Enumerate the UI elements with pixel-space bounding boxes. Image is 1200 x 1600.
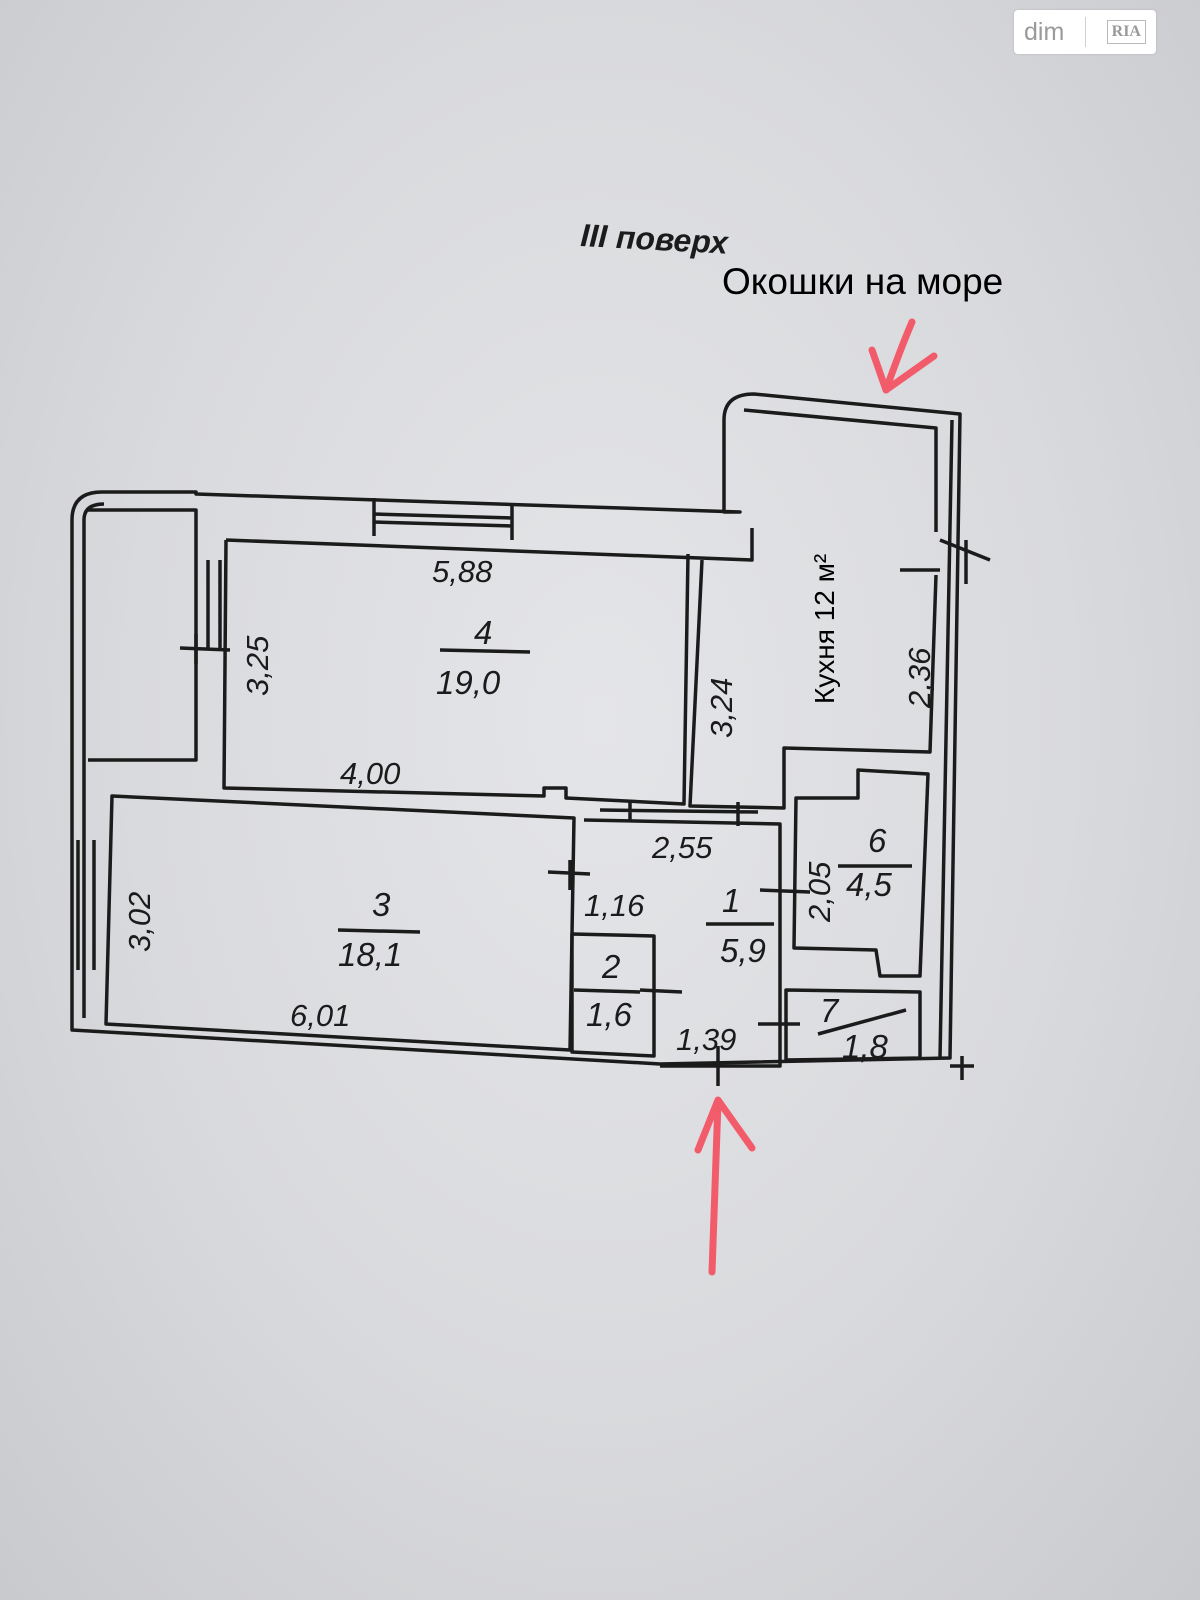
dimension-2-05: 2,05 xyxy=(802,861,837,923)
door-mark-4 xyxy=(759,888,811,894)
room-7-number: 7 xyxy=(820,992,840,1029)
kitchen-right-wall xyxy=(938,419,954,1059)
kitchen-outline xyxy=(743,408,938,532)
door-mark-5 xyxy=(639,988,683,994)
dimension-1-16: 1,16 xyxy=(584,888,645,923)
room-2-outline xyxy=(570,932,656,1058)
dimension-2-36: 2,36 xyxy=(902,647,937,709)
window-note: Окошки на море xyxy=(722,261,1003,302)
room-1-area: 5,9 xyxy=(720,932,766,969)
room-6-outline xyxy=(792,768,930,978)
kitchen-inner xyxy=(688,559,938,810)
room-4-outline xyxy=(222,539,690,806)
dimension-2-55: 2,55 xyxy=(651,830,713,865)
room-3-number: 3 xyxy=(372,886,391,923)
room-3-area: 18,1 xyxy=(338,936,402,973)
fraction-3 xyxy=(337,928,421,934)
dimension-4-00: 4,00 xyxy=(340,756,400,791)
room-4-number: 4 xyxy=(474,614,492,651)
room-2-area: 1,6 xyxy=(586,996,633,1033)
fraction-7 xyxy=(817,1008,907,1036)
outer-wall-inner xyxy=(82,502,105,1018)
room-7-area: 1,8 xyxy=(842,1028,889,1065)
dimension-3-02: 3,02 xyxy=(122,892,157,952)
logo-dim-text: dim xyxy=(1024,17,1065,46)
door-mark-1 xyxy=(179,634,231,664)
outer-wall xyxy=(70,392,962,1066)
logo-divider xyxy=(1084,17,1086,47)
dimension-6-01: 6,01 xyxy=(290,998,350,1033)
door-mark-8 xyxy=(900,538,991,584)
window-left xyxy=(76,840,96,970)
window-left-upper xyxy=(206,560,222,650)
room-7-outline xyxy=(784,988,922,1062)
arrow-bottom xyxy=(694,1096,756,1276)
room-2-number: 2 xyxy=(601,948,620,985)
dimension-3-25: 3,25 xyxy=(240,635,275,696)
room-3-outline xyxy=(104,794,576,1052)
door-mark-9 xyxy=(950,1056,974,1080)
floor-label: III поверх xyxy=(580,217,730,261)
room-4-area: 19,0 xyxy=(436,664,501,701)
arrow-top xyxy=(868,318,938,394)
top-wall-inner xyxy=(225,528,754,562)
dimension-5-88: 5,88 xyxy=(432,554,493,589)
fraction-4 xyxy=(439,648,531,654)
dimension-1-39: 1,39 xyxy=(676,1022,736,1057)
door-mark-2 xyxy=(547,860,591,890)
door-mark-3 xyxy=(599,800,759,826)
kitchen-label: Кухня 12 м² xyxy=(809,554,840,704)
fraction-2 xyxy=(573,988,641,994)
room-1-outline xyxy=(583,818,782,1068)
dim-ria-logo: dim RIA xyxy=(1014,10,1156,54)
logo-ria-text: RIA xyxy=(1106,20,1146,44)
dimension-3-24: 3,24 xyxy=(704,678,739,738)
window-top xyxy=(372,498,514,540)
loggia-left xyxy=(88,508,198,762)
room-6-area: 4,5 xyxy=(846,866,893,903)
room-1-number: 1 xyxy=(722,882,740,919)
room-6-number: 6 xyxy=(868,822,887,859)
